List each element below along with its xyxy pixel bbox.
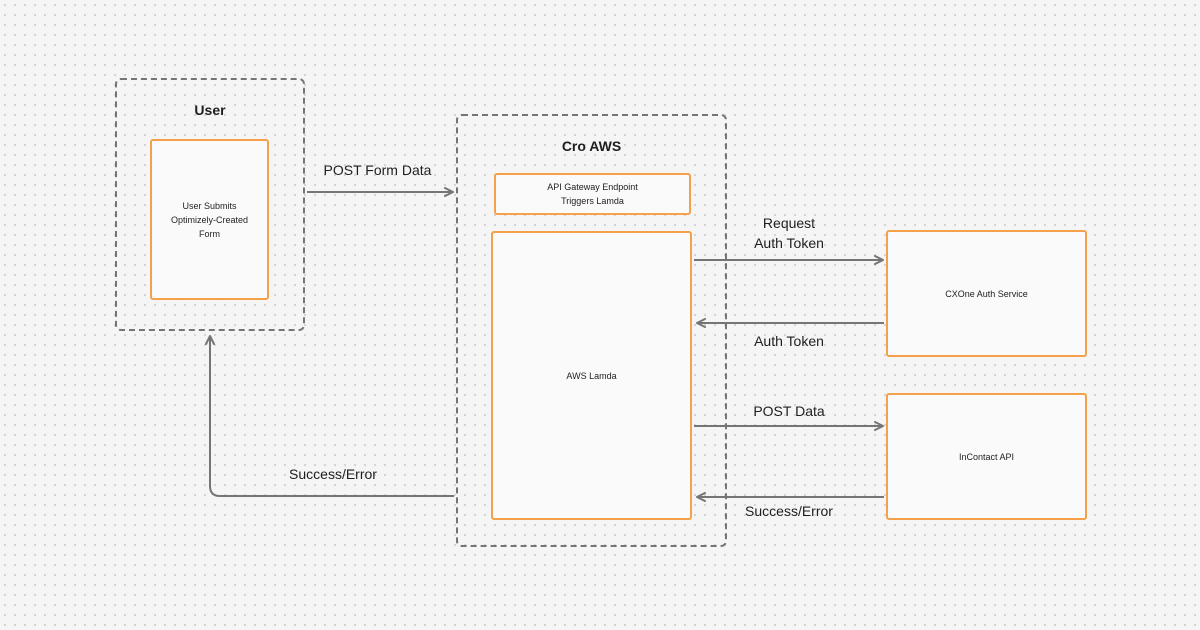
post-data-label: POST Data xyxy=(753,403,825,419)
user-group[interactable]: User xyxy=(115,78,305,331)
user-submits-form-node[interactable]: User Submits Optimizely-Created Form xyxy=(150,139,269,300)
aws-lamda-node[interactable]: AWS Lamda xyxy=(491,231,692,520)
incontact-api-node[interactable]: InContact API xyxy=(886,393,1087,520)
post-form-data-label: POST Form Data xyxy=(323,162,432,178)
cxone-auth-service-node[interactable]: CXOne Auth Service xyxy=(886,230,1087,357)
success-error-incontact-label: Success/Error xyxy=(745,503,833,519)
request-auth-token-label: Request Auth Token xyxy=(754,215,824,251)
user-group-title: User xyxy=(194,102,226,118)
cro-aws-group[interactable]: Cro AWS xyxy=(456,114,727,547)
auth-token-label: Auth Token xyxy=(754,333,824,349)
success-error-user-label: Success/Error xyxy=(289,466,377,482)
cro-aws-group-title: Cro AWS xyxy=(561,138,622,154)
api-gateway-node[interactable]: API Gateway Endpoint Triggers Lamda xyxy=(494,173,691,215)
